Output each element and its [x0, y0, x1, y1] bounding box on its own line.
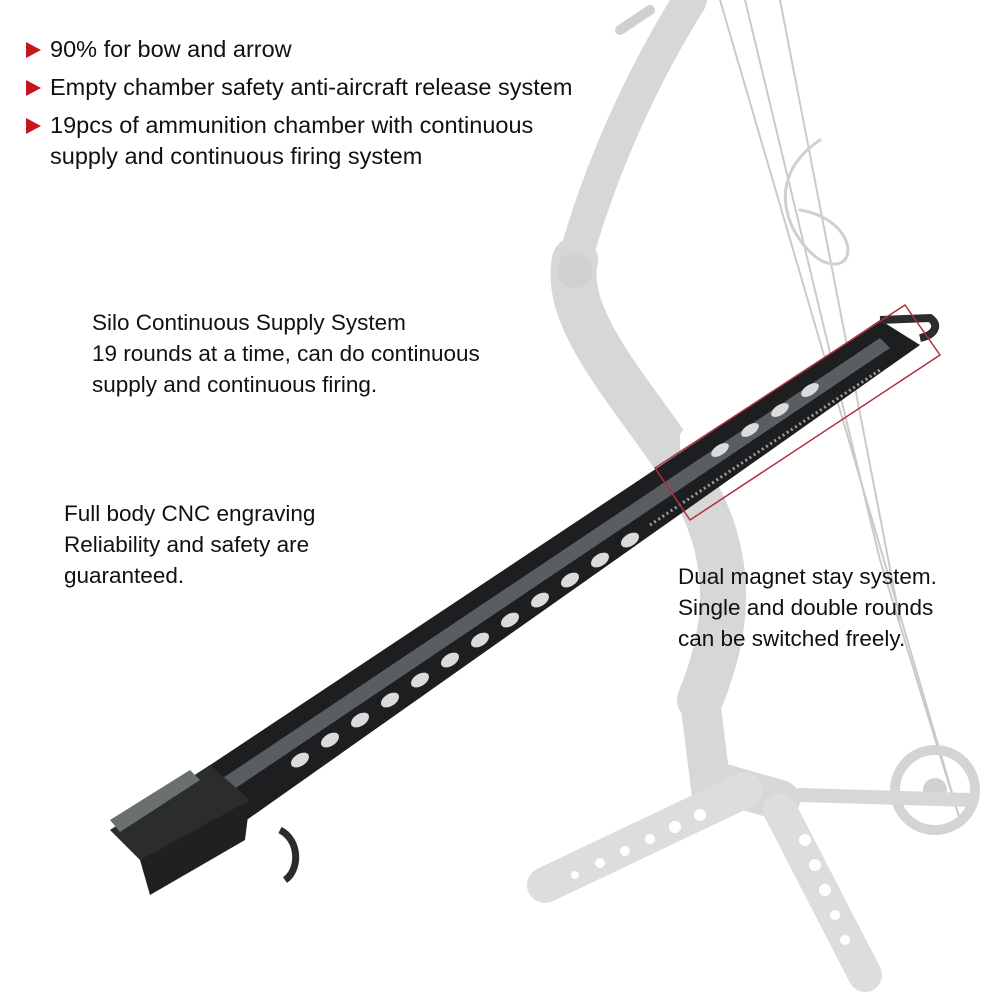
caption-line: can be switched freely.	[678, 626, 906, 651]
red-triangle-arrow-icon	[26, 118, 41, 134]
caption-line: 19 rounds at a time, can do continuous	[92, 341, 480, 366]
release-trigger	[278, 826, 300, 883]
bullet-text: 19pcs of ammunition chamber with continu…	[50, 112, 534, 138]
caption-line: Silo Continuous Supply System	[92, 310, 406, 335]
spring-coil	[649, 368, 881, 527]
caption-line: Dual magnet stay system.	[678, 564, 937, 589]
caption-line: guaranteed.	[64, 563, 185, 588]
feature-bullet: 19pcs of ammunition chamber with continu…	[26, 110, 572, 172]
caption-line: Single and double rounds	[678, 595, 934, 620]
cnc-engraving-cutouts	[290, 383, 819, 768]
bullet-text: Empty chamber safety anti-aircraft relea…	[50, 74, 573, 100]
red-triangle-arrow-icon	[26, 80, 41, 96]
red-triangle-arrow-icon	[26, 42, 41, 58]
bullet-text: supply and continuous firing system	[50, 143, 423, 169]
compound-bow-background	[527, 0, 980, 992]
feature-bullet-list: 90% for bow and arrow Empty chamber safe…	[26, 34, 572, 179]
silo-supply-caption: Silo Continuous Supply System 19 rounds …	[92, 307, 480, 400]
bullet-text: 90% for bow and arrow	[50, 36, 292, 62]
feature-bullet: Empty chamber safety anti-aircraft relea…	[26, 72, 572, 103]
cnc-engraving-caption: Full body CNC engraving Reliability and …	[64, 498, 315, 591]
caption-line: Full body CNC engraving	[64, 501, 316, 526]
dual-magnet-caption: Dual magnet stay system. Single and doub…	[678, 561, 937, 654]
ammunition-rail	[110, 313, 940, 895]
highlight-box	[653, 303, 942, 522]
lower-chamber-windows	[304, 577, 631, 795]
caption-line: supply and continuous firing.	[92, 372, 378, 397]
bipod-holes	[571, 809, 850, 945]
feature-bullet: 90% for bow and arrow	[26, 34, 572, 65]
caption-line: Reliability and safety are	[64, 532, 310, 557]
